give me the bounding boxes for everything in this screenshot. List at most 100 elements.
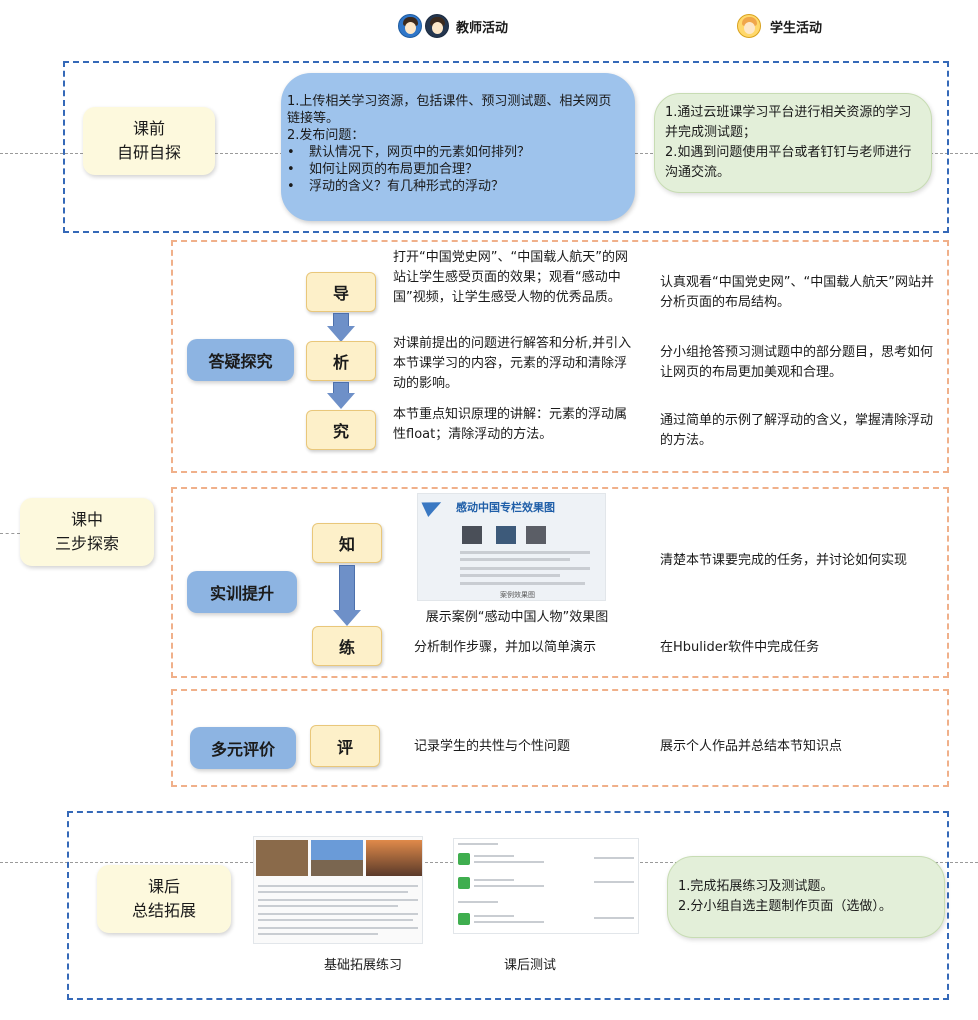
text-line xyxy=(458,843,498,845)
exercise-screenshot xyxy=(253,836,423,944)
arrow-down xyxy=(339,565,355,611)
train-teacher-2: 分析制作步骤，并加以简单演示 xyxy=(414,640,597,655)
text-line xyxy=(258,913,418,915)
qa-teacher-1: 打开“中国党史网”、“中国载人航天”的网站让学生感受页面的效果；观看“感动中国”… xyxy=(393,250,628,305)
example-caption: 展示案例“感动中国人物”效果图 xyxy=(425,610,609,625)
test-item-icon xyxy=(458,913,470,925)
teacher-activity-label: 教师活动 xyxy=(456,20,509,36)
test-item-icon xyxy=(458,853,470,865)
teacher-activity-header: 教师活动 xyxy=(398,14,508,38)
arrow-down-head xyxy=(327,326,355,342)
pre-class-frame xyxy=(63,61,949,233)
text-line xyxy=(460,582,585,585)
step-xi: 析 xyxy=(306,341,376,381)
text-line xyxy=(594,857,634,859)
qa-frame xyxy=(171,240,949,473)
pre-teacher-line1: 1.上传相关学习资源，包括课件、预习测试题、相关网页链接等。 xyxy=(287,94,612,126)
text-line xyxy=(258,933,378,935)
arrow-down xyxy=(333,313,349,327)
person-photo xyxy=(462,526,482,544)
text-line xyxy=(258,919,413,921)
pre-student-bubble: 1.通过云班课学习平台进行相关资源的学习并完成测试题； 2.如遇到问题使用平台或… xyxy=(654,93,932,193)
arrow-down-head xyxy=(327,393,355,409)
photo-pagoda xyxy=(311,840,363,876)
train-student-2: 在Hbulider软件中完成任务 xyxy=(660,640,820,655)
photo-terracotta xyxy=(256,840,308,876)
stage-title: 课前 xyxy=(132,119,165,138)
student-activity-label: 学生活动 xyxy=(770,20,823,36)
stage-title: 课后 xyxy=(147,877,180,896)
step-lian: 练 xyxy=(312,626,382,666)
text-line xyxy=(258,899,418,901)
train-label: 实训提升 xyxy=(187,571,297,613)
question-item: 默认情况下，网页中的元素如何排列？ xyxy=(287,144,621,161)
post-student-line1: 1.完成拓展练习及测试题。 xyxy=(678,879,834,894)
step-jiu: 究 xyxy=(306,410,376,450)
step-dao: 导 xyxy=(306,272,376,312)
text-line xyxy=(258,905,398,907)
stage-subtitle: 三步探索 xyxy=(54,534,119,553)
teacher-avatar-icon xyxy=(425,14,449,38)
eval-student: 展示个人作品并总结本节知识点 xyxy=(660,739,843,754)
stage-subtitle: 自研自探 xyxy=(116,143,181,162)
qa-student-3: 通过简单的示例了解浮动的含义，掌握清除浮动的方法。 xyxy=(660,413,934,448)
text-line xyxy=(258,927,418,929)
qa-student-2: 分小组抢答预习测试题中的部分题目，思考如何让网页的布局更加美观和合理。 xyxy=(660,345,934,380)
pre-student-line1: 1.通过云班课学习平台进行相关资源的学习并完成测试题； xyxy=(665,105,912,140)
pre-teacher-bubble: 1.上传相关学习资源，包括课件、预习测试题、相关网页链接等。 2.发布问题： 默… xyxy=(281,73,635,221)
qa-teacher-2: 对课前提出的问题进行解答和分析,并引入本节课学习的内容，元素的浮动和清除浮动的影… xyxy=(393,336,632,391)
example-case-button: 案例效果图 xyxy=(500,591,535,599)
arrow-down-head xyxy=(333,610,361,626)
paper-plane-icon xyxy=(421,494,445,518)
student-activity-header: 学生活动 xyxy=(737,14,822,38)
text-line xyxy=(460,574,560,577)
text-line xyxy=(474,855,514,857)
text-line xyxy=(594,881,634,883)
text-line xyxy=(474,915,514,917)
text-line xyxy=(458,901,498,903)
stage-subtitle: 总结拓展 xyxy=(131,901,196,920)
text-line xyxy=(460,567,590,570)
person-photo xyxy=(496,526,516,544)
text-line xyxy=(474,879,514,881)
pre-teacher-questions: 默认情况下，网页中的元素如何排列？ 如何让网页的布局更加合理？ 浮动的含义？有几… xyxy=(287,144,621,195)
exercise-caption: 基础拓展练习 xyxy=(323,958,402,973)
step-zhi: 知 xyxy=(312,523,382,563)
qa-teacher-3: 本节重点知识原理的讲解：元素的浮动属性float；清除浮动的方法。 xyxy=(393,407,628,442)
mid-class-stage: 课中 三步探索 xyxy=(20,498,154,566)
text-line xyxy=(474,921,544,923)
text-line xyxy=(594,917,634,919)
train-frame xyxy=(171,487,949,678)
test-caption: 课后测试 xyxy=(503,958,556,973)
text-line xyxy=(474,861,544,863)
eval-frame xyxy=(171,689,949,787)
pre-teacher-line2: 2.发布问题： xyxy=(287,128,365,143)
guide-line-mid xyxy=(0,533,20,534)
qa-student-1: 认真观看“中国党史网”、“中国载人航天”网站并分析页面的布局结构。 xyxy=(660,275,934,310)
text-line xyxy=(474,885,544,887)
question-item: 如何让网页的布局更加合理？ xyxy=(287,161,621,178)
text-line xyxy=(460,558,570,561)
qa-label: 答疑探究 xyxy=(187,339,294,381)
question-item: 浮动的含义？有几种形式的浮动？ xyxy=(287,178,621,195)
student-avatar-icon xyxy=(737,14,761,38)
test-item-icon xyxy=(458,877,470,889)
photo-tower xyxy=(366,840,422,876)
pre-student-line2: 2.如遇到问题使用平台或者钉钉与老师进行沟通交流。 xyxy=(665,145,912,180)
post-class-stage: 课后 总结拓展 xyxy=(97,865,231,933)
train-student-1: 清楚本节课要完成的任务，并讨论如何实现 xyxy=(660,553,908,568)
example-screenshot: 感动中国专栏效果图 案例效果图 xyxy=(417,493,606,601)
post-student-line2: 2.分小组自选主题制作页面（选做）。 xyxy=(678,899,892,914)
post-class-frame xyxy=(67,811,949,1000)
test-screenshot xyxy=(453,838,639,934)
person-photo xyxy=(526,526,546,544)
post-student-bubble: 1.完成拓展练习及测试题。 2.分小组自选主题制作页面（选做）。 xyxy=(667,856,945,938)
pre-class-stage: 课前 自研自探 xyxy=(83,107,215,175)
text-line xyxy=(460,551,590,554)
text-line xyxy=(258,885,418,887)
example-title: 感动中国专栏效果图 xyxy=(456,501,555,514)
eval-teacher: 记录学生的共性与个性问题 xyxy=(414,739,571,754)
stage-title: 课中 xyxy=(70,510,103,529)
text-line xyxy=(258,891,408,893)
teacher-avatar-icon xyxy=(398,14,422,38)
